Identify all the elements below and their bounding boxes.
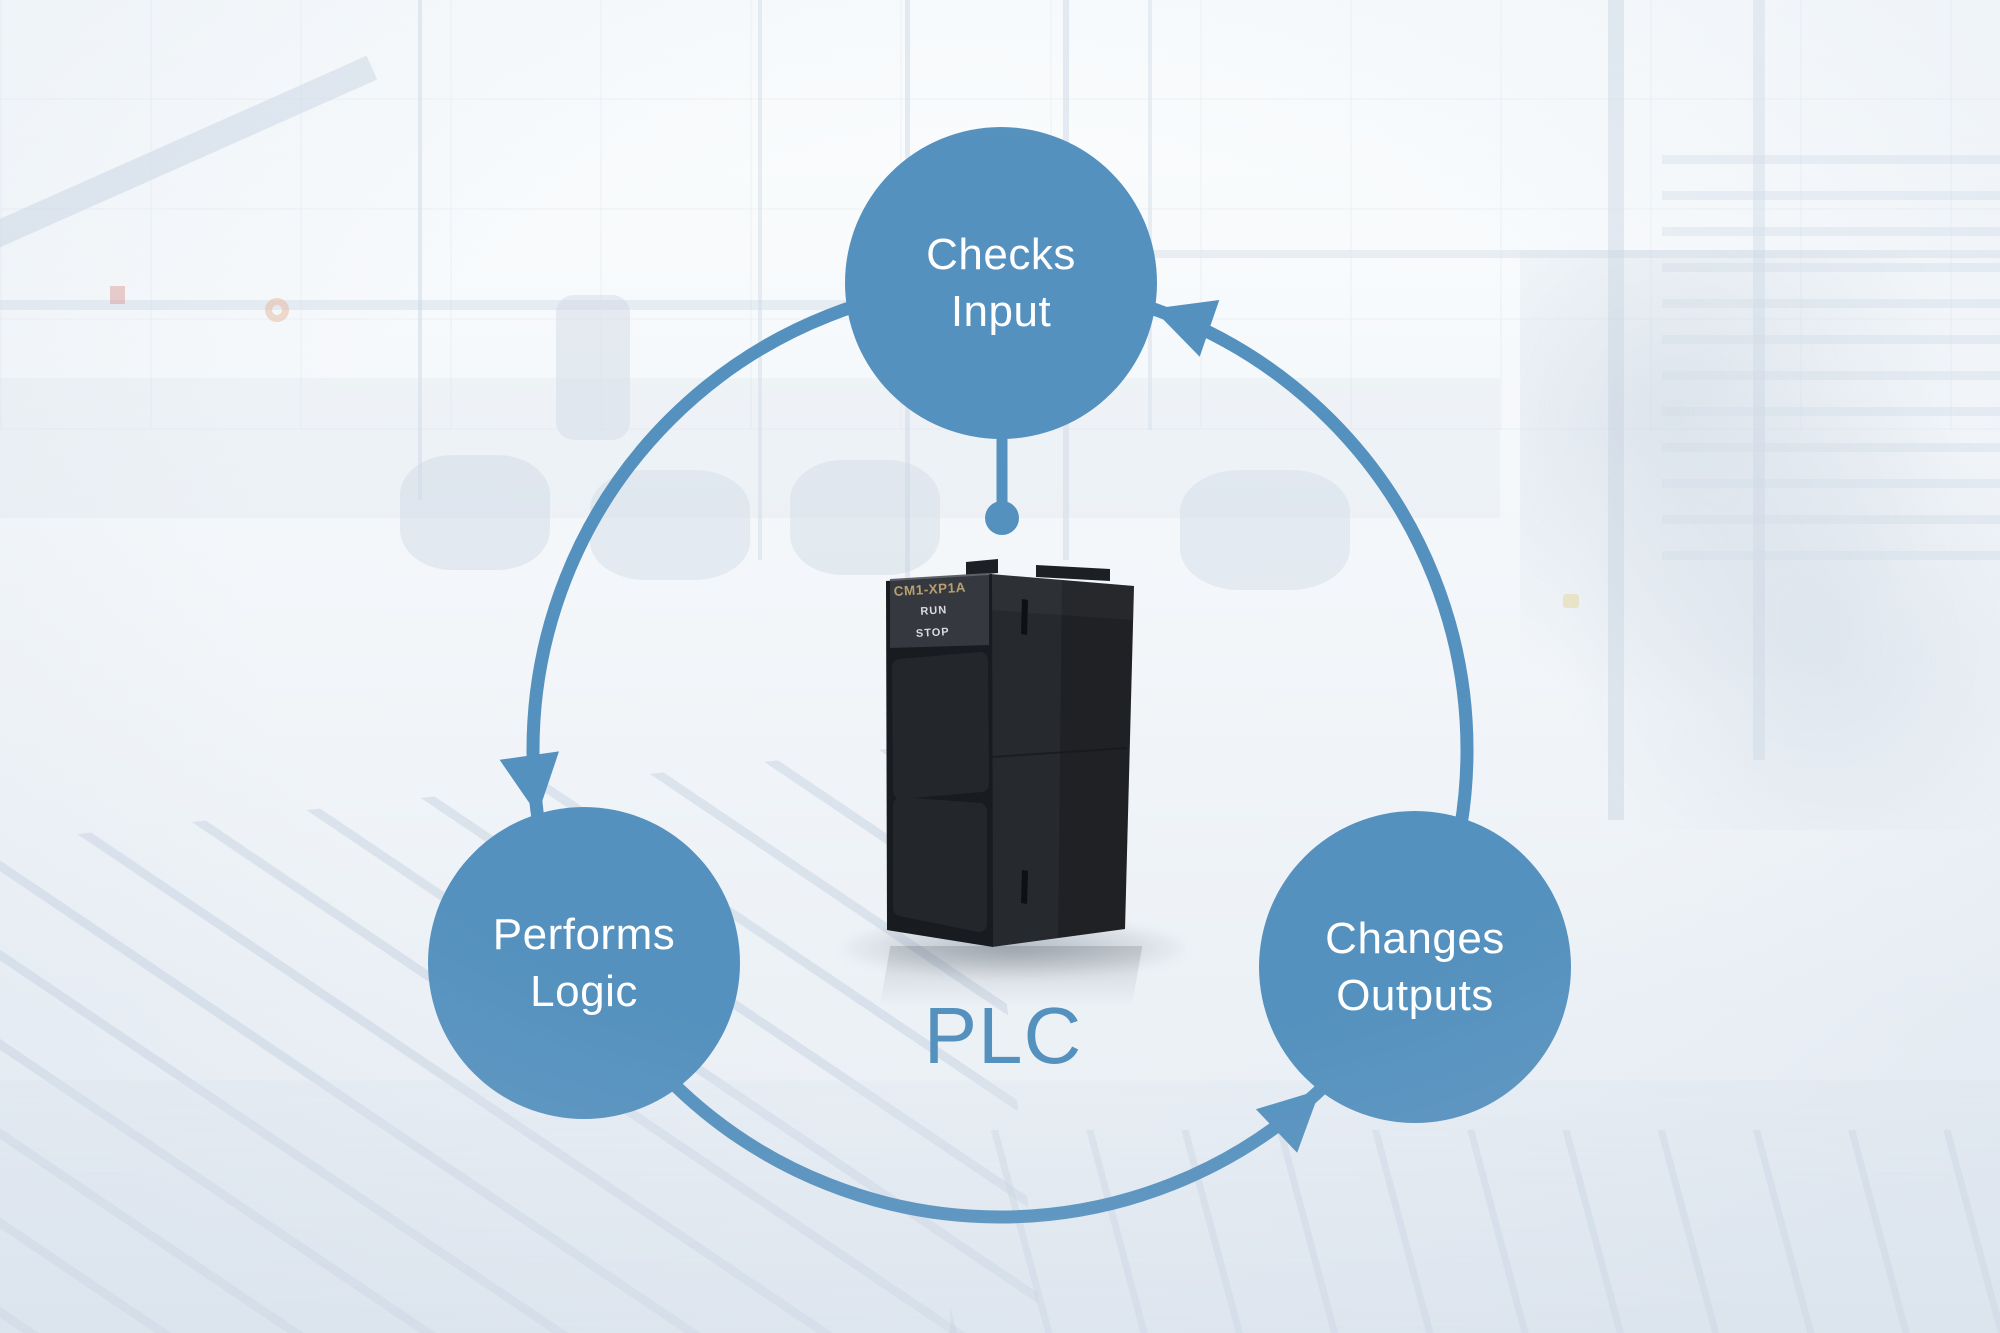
arrowhead-to-changes-outputs-icon xyxy=(1255,1089,1321,1153)
arrowhead-to-checks-input-icon xyxy=(1152,300,1220,357)
bg-shape xyxy=(110,286,125,304)
bg-shape xyxy=(790,460,940,575)
device-side-face xyxy=(990,574,1134,947)
bg-shape xyxy=(0,1080,2000,1333)
bg-shape xyxy=(1662,130,2000,560)
device-label-panel-edge xyxy=(889,573,990,581)
device-door-panel xyxy=(893,797,987,932)
bg-shape xyxy=(400,455,550,570)
device-vent-slit xyxy=(1021,870,1028,904)
bg-shape xyxy=(950,1130,2000,1333)
device-stop-label: STOP xyxy=(916,626,950,640)
bg-shape xyxy=(1180,470,1350,590)
node-label-line: Input xyxy=(950,287,1052,336)
node-checks-input: Checks Input xyxy=(845,127,1157,439)
node-label-line: Performs xyxy=(492,909,676,959)
diagram-caption: PLC xyxy=(923,991,1083,1080)
bg-shape xyxy=(758,0,762,560)
bg-shape xyxy=(1753,0,1765,760)
node-label-line: Outputs xyxy=(1336,971,1494,1020)
node-label-line: Logic xyxy=(530,967,638,1016)
bg-shape xyxy=(418,0,422,500)
node-label-line: Checks xyxy=(926,229,1076,279)
device-vent-slit xyxy=(1021,599,1028,635)
bg-shape xyxy=(1150,250,2000,258)
device-top-tab xyxy=(966,559,998,576)
device-label-panel xyxy=(890,574,989,648)
node-performs-logic: Performs Logic xyxy=(428,807,740,1119)
bg-shape xyxy=(1563,594,1579,608)
connector-dot-icon xyxy=(985,501,1019,535)
device-run-label: RUN xyxy=(920,604,948,618)
bg-shape xyxy=(0,300,1150,310)
bg-shape xyxy=(556,295,630,440)
device-top-tab xyxy=(1036,565,1110,581)
device-door-panel xyxy=(892,652,989,799)
node-changes-outputs: Changes Outputs xyxy=(1259,811,1571,1123)
device-side-shading xyxy=(1058,580,1134,938)
bg-shape xyxy=(265,298,289,322)
bg-shape xyxy=(1520,250,2000,830)
arrowhead-to-performs-logic-icon xyxy=(499,751,559,815)
device-side-seam xyxy=(991,747,1128,758)
plc-device: CM1-XP1A RUN STOP xyxy=(886,559,1134,947)
device-model-label: CM1-XP1A xyxy=(893,580,966,599)
bg-shape xyxy=(1608,0,1624,820)
node-label-line: Changes xyxy=(1325,913,1505,963)
bg-shape xyxy=(1148,0,1152,430)
bg-shape xyxy=(0,378,1500,518)
